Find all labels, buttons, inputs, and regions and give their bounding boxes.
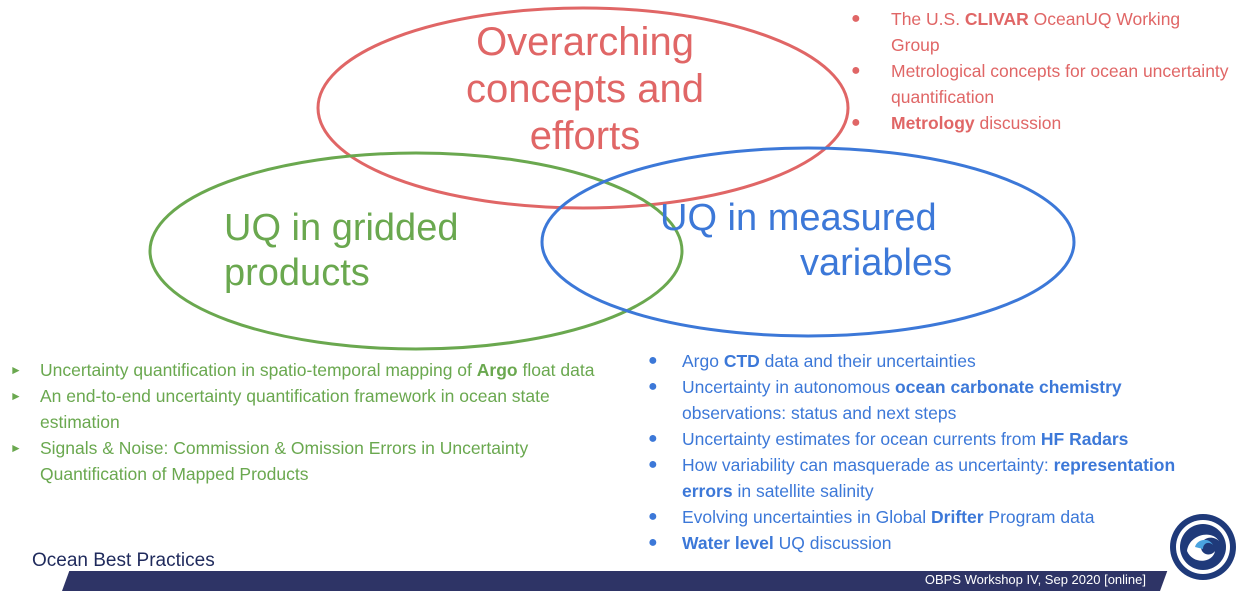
circle-measured (540, 146, 1076, 338)
bullet-icon: ● (648, 352, 658, 369)
list-item: ► Uncertainty quantification in spatio-te… (10, 357, 600, 383)
list-item-text: observations: status and next steps (682, 403, 957, 423)
list-item-emphasis: Water level (682, 533, 774, 553)
circle-gridded (148, 151, 684, 351)
list-item-emphasis: CTD (723, 351, 760, 371)
list-item-text: How variability can masquerade as uncert… (682, 455, 1054, 475)
list-item: ● Uncertainty estimates for ocean current… (648, 426, 1202, 452)
list-item-emphasis: ocean carbonate chemistry (895, 377, 1122, 397)
label-overarching-line: efforts (529, 114, 641, 159)
circle-overarching (316, 6, 850, 210)
list-item-emphasis: representation errors (682, 455, 1176, 501)
bullet-icon: ● (648, 456, 658, 473)
label-measured: UQ in measured variables (660, 196, 1000, 286)
list-item-text: The U.S. (891, 9, 965, 29)
list-item-text: data and their uncertainties (759, 351, 976, 371)
label-overarching-line: concepts and (466, 67, 704, 112)
ocean-best-practices-logo-icon (1170, 514, 1236, 580)
bullet-icon: ► (10, 363, 22, 377)
bullet-icon: ● (851, 62, 861, 79)
bullet-icon: ● (648, 508, 658, 525)
list-item: ● Uncertainty in autonomous ocean carbona… (648, 374, 1202, 426)
label-gridded-line: products (224, 251, 370, 294)
label-measured-line: UQ in measured (660, 197, 937, 239)
list-item-text: in satellite salinity (732, 481, 874, 501)
list-item-text: Signals & Noise: Commission & Omission E… (40, 438, 529, 484)
list-item-text: Program data (983, 507, 1095, 527)
overarching-topics-list: ● The U.S. CLIVAR OceanUQ Working Group ● M… (851, 6, 1231, 136)
bullet-icon: ► (10, 389, 22, 403)
list-item-text: OceanUQ Working Group (891, 9, 1181, 55)
bullet-icon: ● (851, 114, 861, 131)
list-item: ● How variability can masquerade as uncer… (648, 452, 1202, 504)
list-item-emphasis: Drifter (931, 507, 984, 527)
label-gridded-line: UQ in gridded (224, 207, 459, 249)
bullet-icon: ● (648, 430, 658, 447)
list-item-emphasis: HF Radars (1040, 429, 1129, 449)
label-overarching: Overarching concepts and efforts (420, 19, 750, 161)
gridded-topics-list: ► Uncertainty quantification in spatio-te… (10, 357, 600, 487)
list-item-text: float data (517, 360, 595, 380)
list-item-text: Evolving uncertainties in Global (682, 507, 932, 527)
label-overarching-line: Overarching (476, 20, 694, 64)
list-item: ● Metrological concepts for ocean uncerta… (851, 58, 1231, 110)
list-item-text: Uncertainty quantification in spatio-tem… (40, 360, 477, 380)
label-gridded: UQ in gridded products (224, 206, 524, 296)
list-item: ► An end-to-end uncertainty quantificatio… (10, 383, 600, 435)
list-item-text: An end-to-end uncertainty quantification… (40, 386, 550, 432)
list-item-text: Metrological concepts for ocean uncertai… (891, 61, 1229, 107)
bullet-icon: ► (10, 441, 22, 455)
footer-event: OBPS Workshop IV, Sep 2020 [online] (924, 572, 1146, 587)
list-item-text: Argo (682, 351, 724, 371)
list-item: ► Signals & Noise: Commission & Omission … (10, 435, 600, 487)
list-item-text: Uncertainty estimates for ocean currents… (682, 429, 1041, 449)
list-item-emphasis: Argo (476, 360, 518, 380)
measured-topics-list: ● Argo CTD data and their uncertainties ● U… (648, 348, 1202, 556)
list-item-text: discussion (974, 113, 1062, 133)
list-item-emphasis: CLIVAR (964, 9, 1029, 29)
bullet-icon: ● (851, 10, 861, 27)
list-item: ● Argo CTD data and their uncertainties (648, 348, 1202, 374)
list-item-text: Uncertainty in autonomous (682, 377, 896, 397)
bullet-icon: ● (648, 534, 658, 551)
list-item-text: UQ discussion (773, 533, 892, 553)
footer-title: Ocean Best Practices (32, 550, 215, 571)
list-item: ● The U.S. CLIVAR OceanUQ Working Group (851, 6, 1231, 58)
list-item: ● Metrology discussion (851, 110, 1231, 136)
list-item: ● Evolving uncertainties in Global Drifte… (648, 504, 1202, 530)
bullet-icon: ● (648, 378, 658, 395)
list-item: ● Water level UQ discussion (648, 530, 1202, 556)
label-measured-line: variables (800, 241, 953, 284)
list-item-emphasis: Metrology (891, 113, 975, 133)
